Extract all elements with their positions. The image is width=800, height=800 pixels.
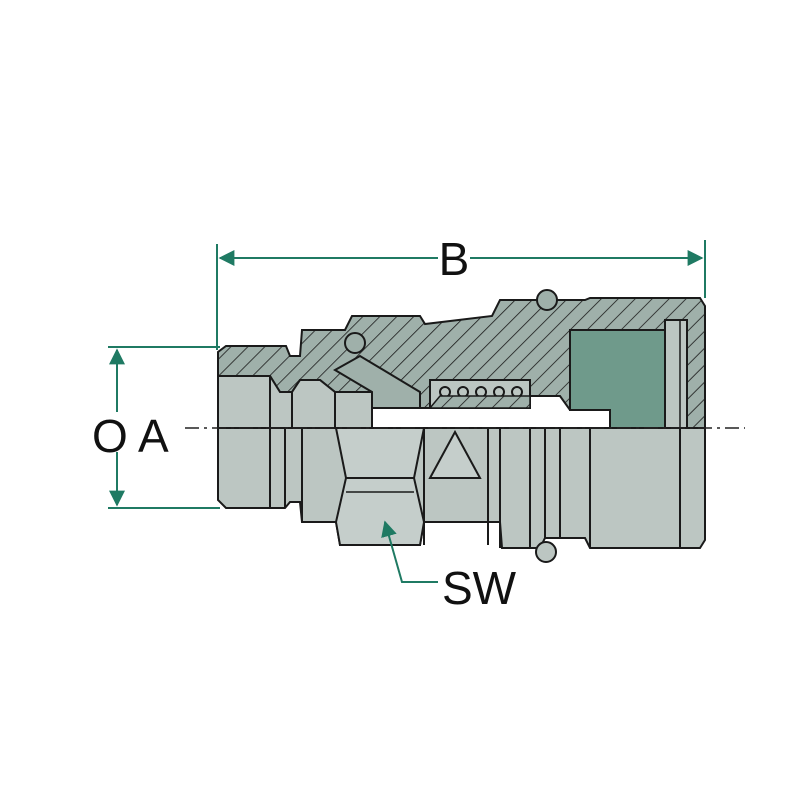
sleeve-end-ring	[664, 319, 688, 429]
leader-line-sw	[381, 520, 438, 583]
valve-cone	[428, 429, 482, 479]
dimension-oa: O A	[92, 346, 220, 509]
dimension-b: B	[216, 233, 706, 350]
coupling-body	[217, 289, 706, 563]
dimension-sw: SW	[381, 520, 517, 614]
locking-ball-upper	[536, 289, 558, 311]
dimension-label-sw: SW	[442, 562, 517, 614]
valve-seat	[332, 354, 421, 409]
body-upper-inner	[217, 375, 373, 429]
spring-retainer	[428, 395, 531, 409]
locking-ball-upper	[344, 332, 366, 354]
dimension-label-b: B	[439, 233, 470, 285]
dimension-label-oa: O A	[92, 410, 169, 462]
hex-wrench-flats	[334, 427, 426, 546]
locking-ball-lower	[535, 541, 557, 563]
coupling-sleeve	[569, 329, 666, 429]
